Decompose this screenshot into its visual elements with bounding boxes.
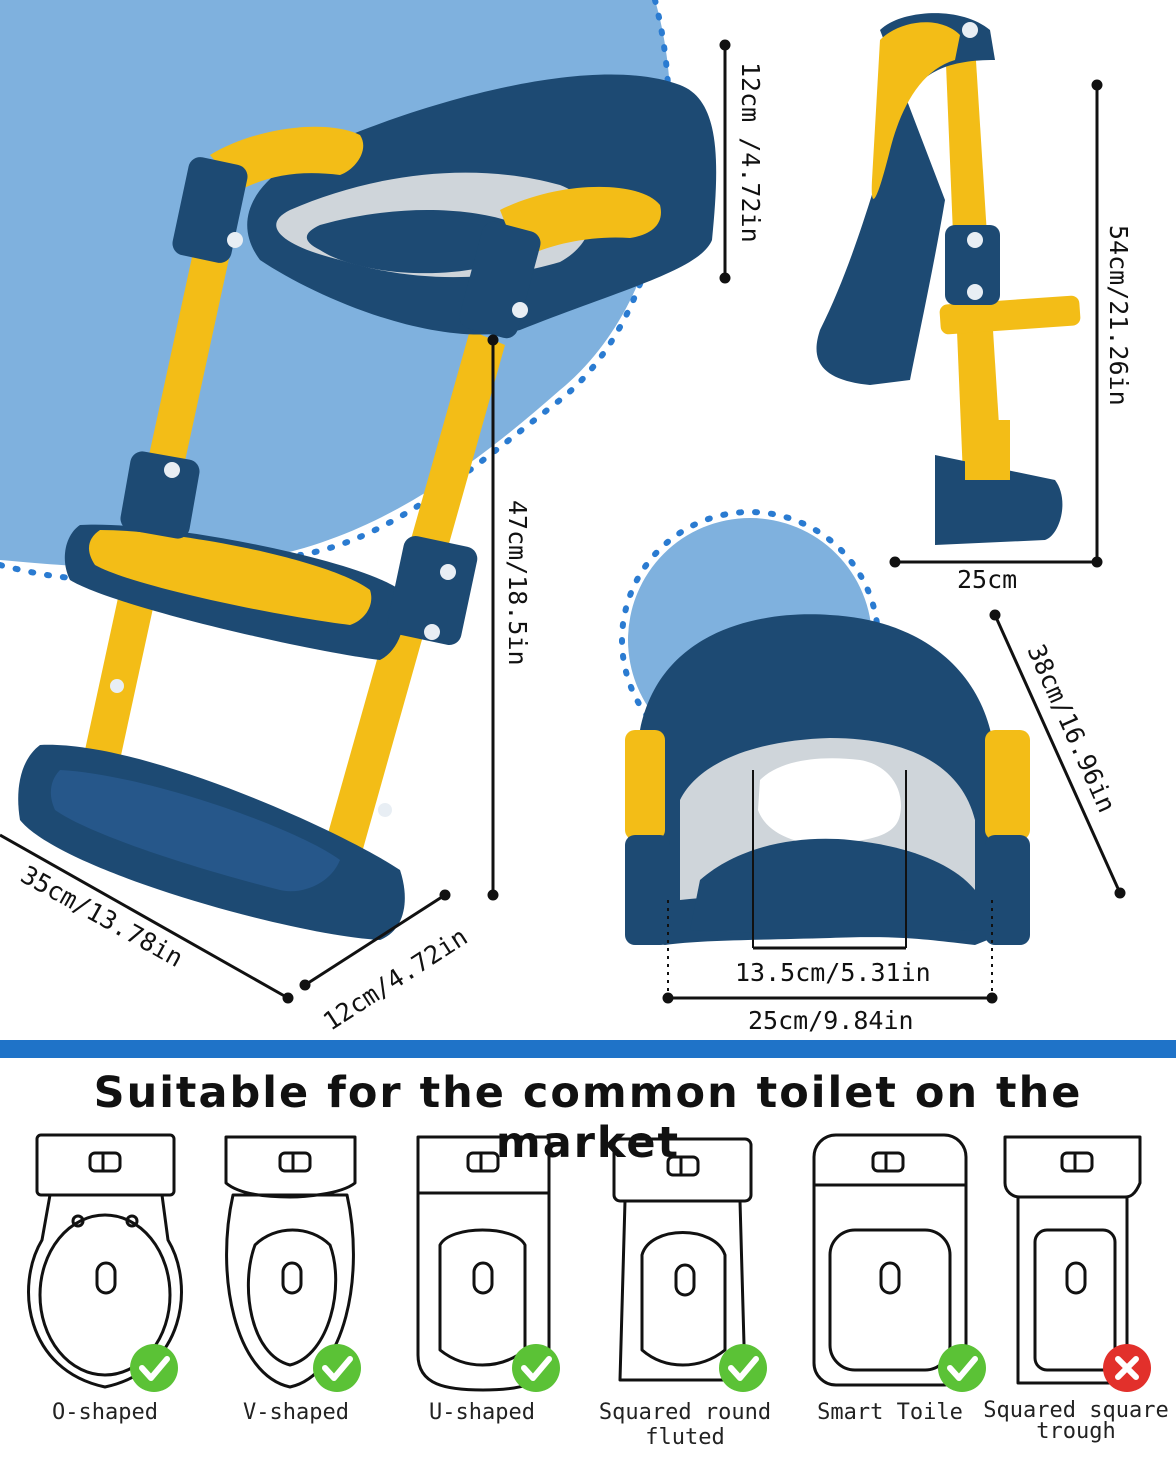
toilet-label-v-shaped: V-shaped <box>243 1400 349 1425</box>
dim-back-height: 12cm /4.72in <box>736 62 765 243</box>
toilet-v-shaped <box>224 1135 357 1389</box>
toilet-squared-round <box>612 1137 753 1382</box>
compatibility-headline: Suitable for the common toilet on the ma… <box>93 1068 1083 1168</box>
check-icon <box>313 1344 361 1392</box>
toilet-label-smart: Smart Toile <box>817 1400 963 1425</box>
toilet-o-shaped <box>27 1133 183 1389</box>
dim-front-height: 47cm/18.5in <box>503 500 532 666</box>
cross-icon <box>1103 1344 1151 1392</box>
toilet-label-squared-round: Squared round fluted <box>598 1400 772 1450</box>
check-icon <box>938 1344 986 1392</box>
divider-band <box>0 1040 1176 1058</box>
dim-side-width: 25cm <box>957 565 1018 594</box>
toilet-smart <box>812 1133 968 1387</box>
seat-front-view <box>625 614 1030 945</box>
dim-side-height: 54cm/21.26in <box>1104 225 1133 406</box>
dim-seat-opening: 13.5cm/5.31in <box>735 958 931 987</box>
check-icon <box>719 1344 767 1392</box>
toilet-types-row <box>27 1133 1151 1392</box>
dim-seat-width: 25cm/9.84in <box>748 1006 914 1035</box>
check-icon <box>130 1344 178 1392</box>
side-view-ladder <box>816 13 1081 545</box>
product-illustration <box>0 0 1126 1004</box>
toilet-label-o-shaped: O-shaped <box>52 1400 158 1425</box>
main-ladder <box>18 74 717 940</box>
toilet-label-squared-square: Squared square trough <box>983 1398 1169 1444</box>
check-icon <box>512 1344 560 1392</box>
dimension-lines <box>0 39 1126 1004</box>
toilet-label-u-shaped: U-shaped <box>429 1400 535 1425</box>
